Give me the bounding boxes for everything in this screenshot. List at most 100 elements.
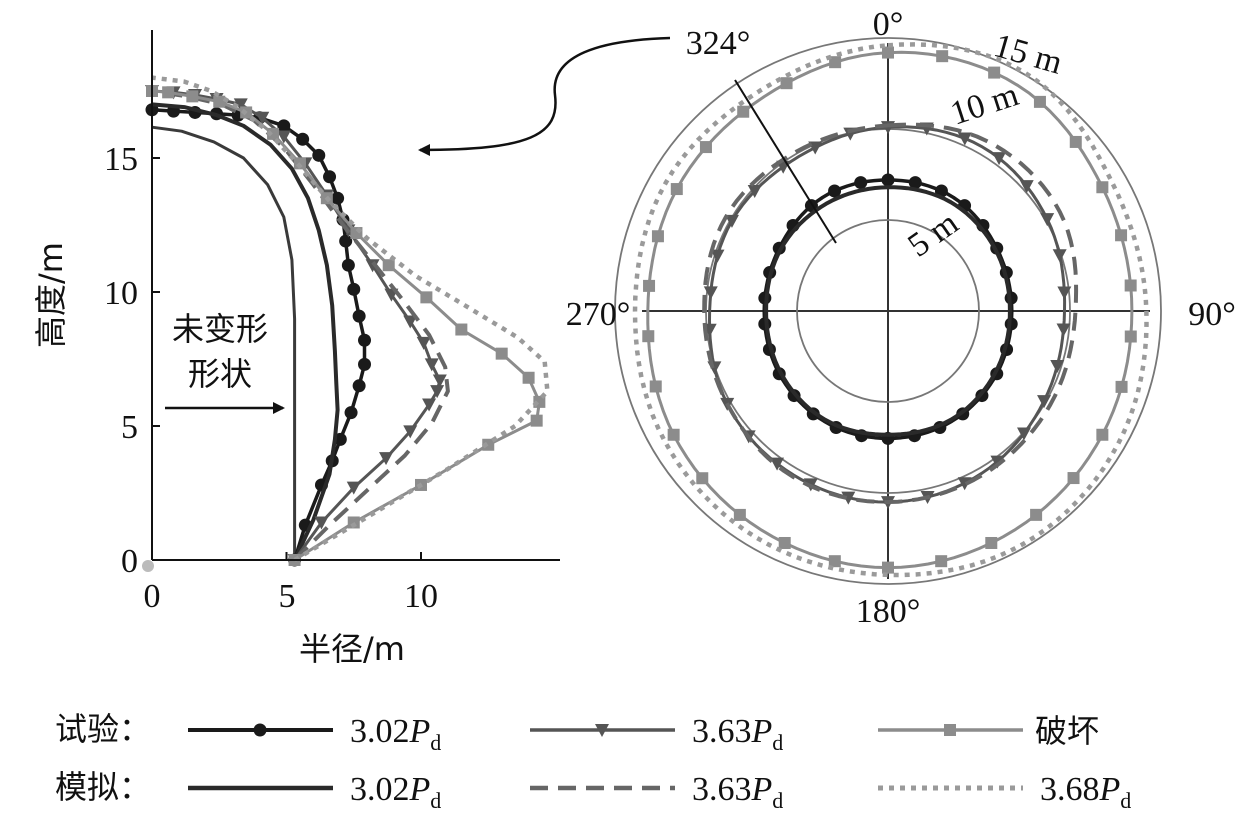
profile-point-failure bbox=[162, 86, 175, 99]
polar-point-test_363 bbox=[841, 491, 856, 505]
profile-point-test_302 bbox=[331, 191, 345, 205]
polar-point-failure bbox=[882, 46, 894, 59]
profile-point-failure bbox=[482, 438, 495, 451]
polar-point-failure bbox=[780, 77, 793, 90]
legend-entry-sim-363: 3.63Pd bbox=[692, 771, 783, 813]
polar-point-failure bbox=[1124, 330, 1137, 343]
y-axis-title: 高度/m bbox=[32, 242, 70, 348]
polar-point-failure bbox=[1030, 508, 1043, 521]
y-tick-label-15: 15 bbox=[104, 141, 138, 178]
profile-point-test_302 bbox=[347, 282, 361, 296]
profile-point-test_363 bbox=[403, 315, 418, 329]
profile-point-failure bbox=[495, 347, 508, 360]
legend-entry-sim-302: 3.02Pd bbox=[350, 771, 441, 813]
profile-point-test_302 bbox=[344, 406, 358, 420]
polar-point-failure bbox=[936, 50, 949, 63]
polar-ring-15 bbox=[614, 37, 1162, 585]
polar-point-failure bbox=[733, 508, 746, 521]
polar-point-failure bbox=[829, 56, 842, 69]
profile-point-test_302 bbox=[352, 379, 366, 393]
profile-point-failure bbox=[186, 90, 199, 103]
polar-point-failure bbox=[667, 428, 680, 441]
polar-point-test_363 bbox=[747, 184, 762, 198]
profile-point-test_302 bbox=[296, 132, 310, 146]
polar-point-test_363 bbox=[1050, 359, 1065, 373]
profile-point-test_302 bbox=[277, 119, 291, 133]
profile-point-test_363 bbox=[314, 516, 329, 530]
polar-point-failure bbox=[778, 536, 791, 549]
axis-ticks bbox=[151, 157, 422, 561]
legend-row-label-sim: 模拟： bbox=[55, 768, 151, 806]
ring-label-5m: 5 m bbox=[901, 204, 965, 264]
profile-point-failure bbox=[420, 291, 433, 304]
polar-point-test_363 bbox=[770, 457, 785, 471]
legend-marker-test_363 bbox=[595, 724, 609, 737]
legend-swatches bbox=[188, 723, 1023, 791]
profile-point-test_302 bbox=[358, 333, 372, 347]
angle-label-0: 0° bbox=[873, 6, 904, 43]
profile-point-failure bbox=[213, 95, 226, 108]
polar-point-test_363 bbox=[957, 477, 972, 491]
y-tick-label-10: 10 bbox=[104, 275, 138, 312]
angle-label-180: 180° bbox=[856, 593, 921, 630]
profile-point-test_302 bbox=[312, 148, 326, 162]
polar-point-failure bbox=[670, 183, 683, 196]
y-tick-label-5: 5 bbox=[121, 409, 138, 446]
profile-series-group bbox=[145, 75, 550, 567]
profile-point-failure bbox=[522, 371, 535, 384]
polar-point-failure bbox=[1067, 472, 1080, 485]
polar-point-failure bbox=[699, 141, 712, 154]
polar-point-failure bbox=[649, 380, 662, 393]
polar-point-failure bbox=[1124, 279, 1137, 292]
x-tick-label-5: 5 bbox=[279, 578, 296, 615]
polar-point-failure bbox=[1096, 181, 1109, 194]
x-axis-title: 半径/m bbox=[299, 630, 405, 668]
y-tick-label-0: 0 bbox=[121, 543, 138, 580]
polar-point-failure bbox=[643, 279, 656, 292]
connector-arrow bbox=[418, 36, 671, 156]
profile-point-failure bbox=[530, 414, 543, 427]
polar-point-test_363 bbox=[710, 249, 725, 263]
profile-point-test_363 bbox=[379, 452, 394, 466]
polar-point-test_363 bbox=[724, 214, 739, 228]
polar-line-sim_302 bbox=[764, 185, 1012, 437]
ring-label-15m: 15 m bbox=[990, 27, 1066, 82]
polar-point-failure bbox=[1115, 229, 1128, 242]
polar-point-test_363 bbox=[957, 132, 972, 146]
polar-point-failure bbox=[985, 536, 998, 549]
profile-chart: 0 5 10 0 5 10 15 半径/m 高度/m 未变形 形状 bbox=[32, 30, 560, 668]
polar-point-failure bbox=[1096, 428, 1109, 441]
polar-point-failure bbox=[1115, 380, 1128, 393]
polar-point-test_363 bbox=[1019, 180, 1034, 194]
polar-point-failure bbox=[651, 230, 664, 243]
polar-point-test_302 bbox=[828, 184, 842, 198]
angle-label-270: 270° bbox=[566, 296, 631, 333]
profile-point-test_302 bbox=[358, 357, 372, 371]
legend-marker-test_302 bbox=[253, 723, 267, 737]
legend-row-label-test: 试验： bbox=[55, 710, 151, 748]
polar-point-failure bbox=[1069, 135, 1082, 148]
polar-line-sim_368 bbox=[632, 42, 1149, 578]
profile-point-test_363 bbox=[430, 385, 445, 399]
polar-point-test_302 bbox=[908, 176, 922, 190]
profile-line-undeformed bbox=[151, 125, 297, 560]
polar-point-failure bbox=[988, 66, 1001, 79]
profile-point-test_363 bbox=[255, 111, 270, 125]
polar-point-failure bbox=[1033, 95, 1046, 108]
ring-label-10m: 10 m bbox=[946, 76, 1023, 132]
polar-series-group bbox=[632, 42, 1149, 578]
annotation-324-leader bbox=[734, 79, 837, 244]
polar-point-test_363 bbox=[990, 455, 1005, 469]
polar-point-failure bbox=[828, 555, 841, 568]
polar-point-failure bbox=[935, 555, 948, 568]
profile-point-test_363 bbox=[233, 98, 248, 112]
polar-point-failure bbox=[882, 561, 894, 574]
polar-point-test_363 bbox=[1052, 249, 1067, 263]
polar-point-test_363 bbox=[992, 152, 1007, 166]
profile-point-test_363 bbox=[276, 130, 291, 144]
profile-point-test_363 bbox=[416, 336, 431, 350]
polar-point-test_363 bbox=[1016, 427, 1031, 441]
profile-line-sim_368 bbox=[151, 75, 550, 562]
polar-point-failure bbox=[642, 330, 655, 343]
